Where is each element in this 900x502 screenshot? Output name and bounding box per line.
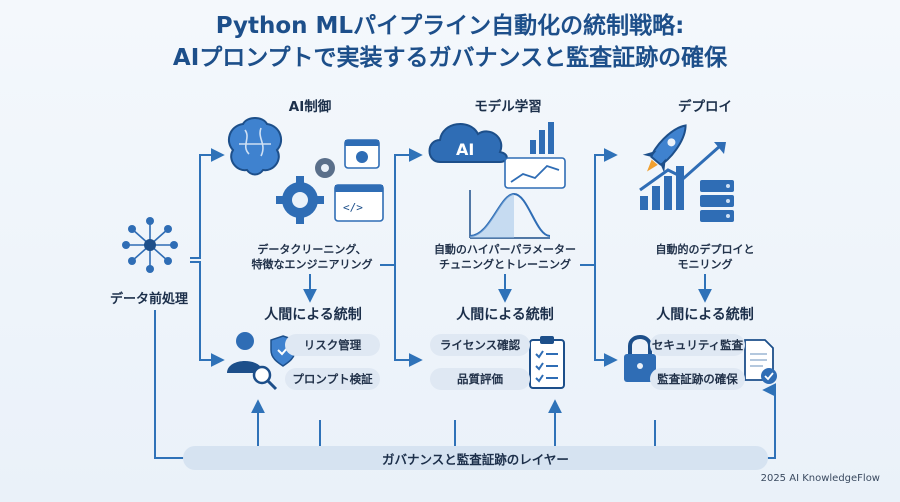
stage-title-model-training: モデル学習 bbox=[474, 99, 542, 115]
stage-title-ai-control: AI制御 bbox=[288, 99, 332, 115]
layer-loop-right bbox=[762, 383, 777, 459]
magnifier-icon bbox=[252, 365, 278, 391]
stage-desc-line: チュニングとトレーニング bbox=[439, 258, 571, 271]
network-icon bbox=[122, 217, 178, 273]
stage-desc-model-training: 自動のハイパーパラメーター チュニングとトレーニング bbox=[405, 242, 605, 272]
page-title: Python MLパイプライン自動化の統制戦略: AIプロンプトで実装するガバナ… bbox=[0, 10, 900, 74]
gear-small-icon bbox=[315, 158, 335, 178]
stage-desc-line: データクリーニング、 bbox=[257, 243, 367, 256]
growth-chart-icon bbox=[639, 142, 726, 210]
stage-desc-line: 特徴なエンジニアリング bbox=[251, 258, 373, 271]
pill-security-audit: セキュリティ監査 bbox=[650, 334, 745, 356]
arrow-stage1-to-license bbox=[394, 265, 423, 367]
document-check-icon bbox=[744, 339, 777, 384]
stage-desc-line: 自動的のデプロイと bbox=[655, 243, 755, 256]
arrow-preprocess-to-ai bbox=[190, 148, 225, 259]
settings-window-icon bbox=[344, 139, 380, 169]
footer-credit: 2025 AI KnowledgeFlow bbox=[760, 473, 880, 484]
arrow-stage2-to-security bbox=[594, 265, 618, 367]
stage-desc-ai-control: データクリーニング、 特徴なエンジニアリング bbox=[212, 242, 412, 272]
gov-title-1: 人間による統制 bbox=[264, 307, 362, 323]
title-line-2: AIプロンプトで実装するガバナンスと監査証跡の確保 bbox=[172, 45, 728, 71]
stage-title-deploy: デプロイ bbox=[678, 99, 732, 115]
line-chart-window bbox=[504, 157, 566, 189]
governance-layer-bar: ガバナンスと監査証跡のレイヤー bbox=[183, 446, 768, 470]
clipboard-check-icon bbox=[529, 336, 565, 389]
pill-risk-management: リスク管理 bbox=[285, 334, 380, 356]
code-window-icon: </> bbox=[334, 184, 384, 222]
connectors bbox=[154, 148, 777, 459]
server-rack-icon bbox=[700, 180, 734, 222]
pill-quality-evaluation: 品質評価 bbox=[430, 368, 530, 390]
rocket-icon bbox=[642, 124, 687, 173]
brain-icon bbox=[227, 117, 283, 176]
stage-desc-line: 自動のハイパーパラメーター bbox=[433, 243, 577, 256]
pill-prompt-validation: プロンプト検証 bbox=[285, 368, 380, 390]
arrow-stage1-to-stage2 bbox=[380, 148, 423, 266]
padlock-icon bbox=[624, 335, 656, 382]
gov-title-3: 人間による統制 bbox=[656, 307, 754, 323]
gov-title-2: 人間による統制 bbox=[456, 307, 554, 323]
cloud-ai-label: AI bbox=[456, 140, 475, 159]
cloud-ai-icon bbox=[428, 122, 508, 163]
person-icon bbox=[227, 332, 263, 373]
bar-chart-icon bbox=[530, 122, 554, 154]
gear-icon bbox=[276, 176, 324, 224]
svg-text:</>: </> bbox=[343, 201, 363, 214]
pill-audit-trail: 監査証跡の確保 bbox=[650, 368, 745, 390]
arrow-preprocess-to-risk bbox=[190, 261, 225, 367]
title-line-1: Python MLパイプライン自動化の統制戦略: bbox=[215, 13, 685, 39]
preprocess-label: データ前処理 bbox=[110, 292, 189, 307]
distribution-chart bbox=[469, 190, 551, 239]
pill-license-check: ライセンス確認 bbox=[430, 334, 530, 356]
layer-loop-left bbox=[154, 310, 185, 459]
stage-desc-deploy: 自動的のデプロイと モニリング bbox=[605, 242, 805, 272]
stage-desc-line: モニリング bbox=[677, 258, 733, 271]
arrow-stage2-to-stage3 bbox=[580, 148, 618, 266]
